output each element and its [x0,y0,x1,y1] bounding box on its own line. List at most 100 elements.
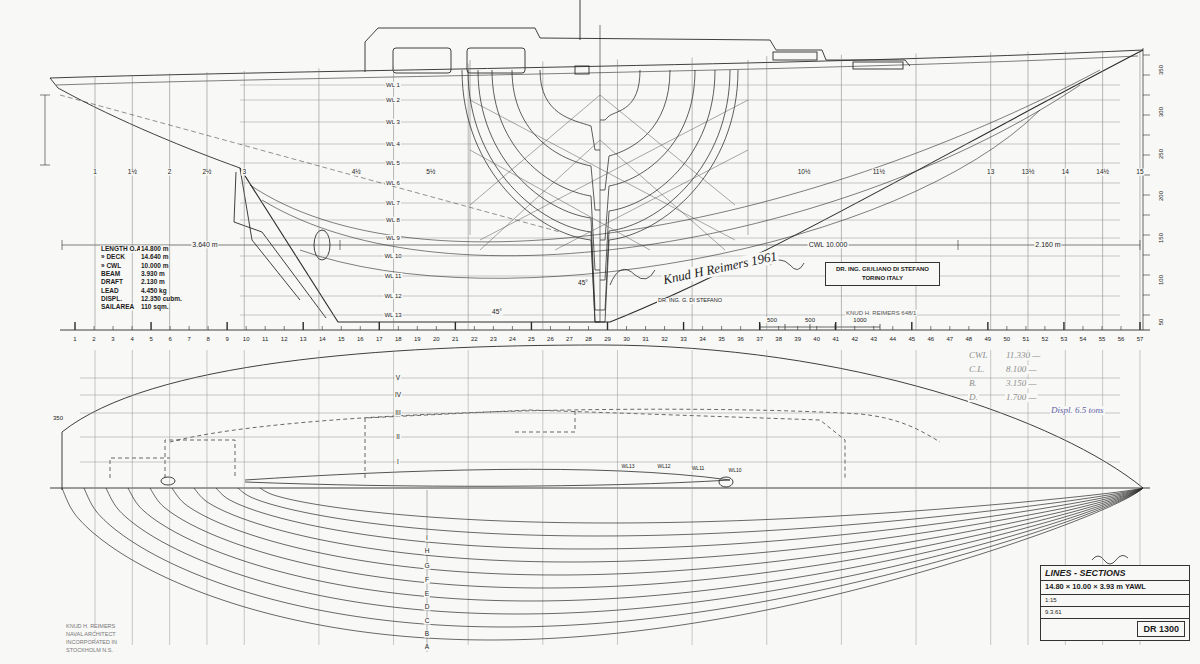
plan-station [692,350,693,645]
drawing-label: 13½ [1021,169,1036,176]
drawing-label: C.L. [968,365,986,374]
plan-buttock [80,437,1120,438]
drawing-label: 15 [337,336,346,342]
drawing-label: 110 sqm. [140,304,169,311]
plan-station [990,350,991,645]
drawing-label: WL 5 [385,160,401,166]
half-breadth-line [150,488,1143,588]
scale-tick [1143,315,1150,316]
scale-tick [1044,326,1045,330]
station-line [244,71,245,330]
scale-tick [1139,322,1140,330]
scale-tick [531,322,532,330]
drawing-label: 14.640 m [140,254,169,261]
drawing-label: 51 [1022,336,1031,342]
text-row: 14.80 × 10.00 × 3.93 m YAWL [1041,581,1189,595]
scale-tick [683,322,684,330]
drawing-label: 24 [508,336,517,342]
scale-tick [341,326,342,330]
scale-tick [949,326,950,330]
station-line [206,72,207,330]
text-row: TORINO ITALY [830,274,935,283]
drawing-label: 27 [565,336,574,342]
drawing-label: III [394,410,401,417]
drawing-label: 15 [1135,169,1144,176]
scale-tick [132,326,133,330]
drawing-label: 55 [1098,336,1107,342]
drawing-label: 14 [1061,169,1070,176]
sheer-line [50,50,1143,78]
half-breadth-line [172,488,1143,575]
station-line [766,56,767,330]
drawing-label: WL 1 [385,82,401,88]
drawing-label: 26 [546,336,555,342]
drawing-label: B. [968,379,978,388]
drawing-label: 350 [1158,64,1164,76]
plan-station [841,350,842,645]
waterline [240,163,1120,164]
scale-tick [835,322,836,330]
body-frame [748,60,749,235]
waterline [240,256,1120,257]
drawing-label: 7 [186,336,191,342]
mast-line [580,0,581,40]
waterline [240,183,1120,184]
station-line [841,55,842,330]
scale-tick [1063,322,1064,330]
drawing-label: 43 [869,336,878,342]
scale-tick [930,326,931,330]
station-line [132,75,133,330]
scale-tick [512,326,513,330]
drawing-label: 1.700 — [1005,393,1038,402]
drawing-label: Knud H Reimers 1961 [661,249,779,287]
waterline [240,296,1120,297]
scale-tick [626,326,627,330]
scale-tick [1143,115,1150,116]
drawing-label: 1 [72,336,77,342]
scale-tick [740,326,741,330]
scale-tick [74,322,75,330]
scale-tick [1082,326,1083,330]
station-line [468,64,469,330]
station-line [542,61,543,330]
drawing-label: 6 [167,336,172,342]
drawing-label: 54 [1079,336,1088,342]
scale-tick [474,326,475,330]
drawing-label: 41 [831,336,840,342]
drawing-label: 350 [52,415,64,421]
drawing-label: 45 [907,336,916,342]
drawing-label: BEAM [100,270,121,277]
stamp-text: TORINO ITALY [862,275,903,282]
text-row: DR 1300 [1041,619,1189,639]
drawing-label: WL 8 [385,217,401,223]
drawing-label: WL 13 [383,312,402,318]
scale-tick [1143,215,1150,216]
drawing-label: WL 10 [383,253,402,259]
drawing-label: 16 [356,336,365,342]
drawing-label: 28 [584,336,593,342]
drawing-label: I [425,535,429,542]
drawing-label: 34 [698,336,707,342]
drawing-label: 1½ [127,169,138,176]
scale-tick [1025,326,1026,330]
drawing-label: 45° [577,280,589,287]
scale-tick [588,326,589,330]
cabin-outline-dashed [110,410,845,478]
dimension-line [62,240,1140,250]
buttock-line [250,70,1100,242]
diagonal-line [60,95,560,232]
scale-tick [664,326,665,330]
body-section [492,70,600,270]
scale-tick [94,326,95,330]
drawing-label: STOCKHOLM N.S. [65,648,114,654]
plan-station [206,350,207,645]
body-diagonal [470,95,600,205]
drawing-label: 2 [91,336,96,342]
half-breadth-line [128,488,1143,601]
station-line [393,66,394,330]
station-line [916,53,917,330]
signature-scribble [1092,555,1128,564]
drawing-label: » DECK [100,254,126,261]
half-breadth-line [238,488,1143,536]
drawing-label: 500 [766,317,778,323]
